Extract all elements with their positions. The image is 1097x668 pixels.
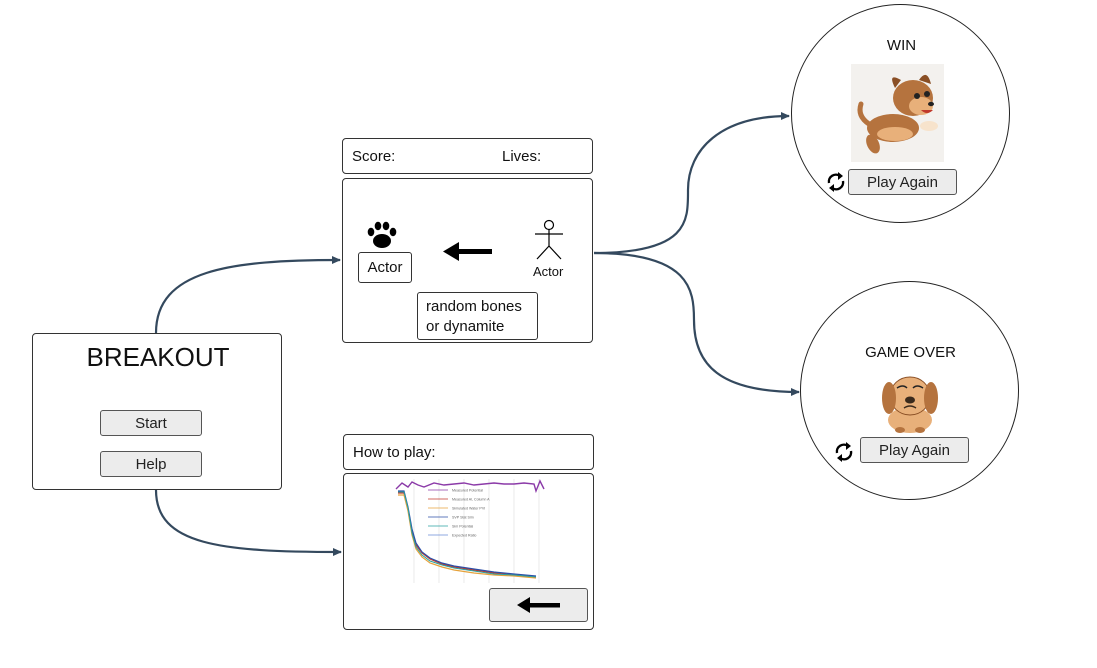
drop-items-line-1: random bones: [426, 298, 522, 315]
connector-start-to-game: [154, 256, 341, 334]
start-screen: BREAKOUT Start Help: [32, 333, 282, 490]
score-label: Score:: [352, 148, 396, 165]
player-actor-label: Actor: [367, 259, 403, 276]
sad-dog-image: [882, 376, 938, 433]
connector-help-to-instructions: [154, 489, 342, 556]
win-title: WIN: [886, 37, 917, 54]
start-button[interactable]: Start: [100, 410, 202, 436]
win-screen: WIN Play Again: [791, 4, 1010, 223]
game-title: BREAKOUT: [86, 342, 230, 372]
enemy-actor-label: Actor: [533, 264, 564, 279]
game-area: Actor Actor random bones or dynamite: [342, 178, 593, 343]
happy-dog-image: [851, 64, 944, 162]
help-button[interactable]: Help: [100, 451, 202, 477]
player-actor-box: Actor: [358, 252, 412, 283]
game-over-title: GAME OVER: [865, 344, 956, 361]
connector-game-to-win: [593, 112, 790, 255]
drop-items-line-2: or dynamite: [426, 318, 505, 335]
legend-entry-2: Measured Al, Column A: [452, 498, 490, 502]
game-hud: Score: Lives:: [342, 138, 593, 174]
back-arrow-icon: [516, 597, 560, 613]
game-over-play-again-button[interactable]: Play Again: [860, 437, 969, 463]
legend-entry-6: Expected Ratio: [452, 534, 476, 538]
instructions-graph-image: Measured Potential Measured Al, Column A…: [394, 479, 550, 583]
replay-icon[interactable]: [825, 171, 847, 193]
how-to-play-header: How to play:: [343, 434, 594, 470]
legend-entry-5: Sim Potential: [452, 525, 473, 529]
actor-stick-figure-icon: [535, 219, 563, 260]
lives-label: Lives:: [502, 148, 542, 165]
drop-items-note: random bones or dynamite: [417, 292, 538, 340]
legend-entry-3: Simulated Water PVI: [452, 507, 485, 511]
replay-icon[interactable]: [833, 441, 855, 463]
back-button[interactable]: [489, 588, 588, 622]
legend-entry-1: Measured Potential: [452, 489, 483, 493]
game-over-screen: GAME OVER Play Again: [800, 281, 1019, 500]
paw-icon: [367, 221, 397, 248]
left-arrow-icon: [443, 242, 492, 261]
win-play-again-button[interactable]: Play Again: [848, 169, 957, 195]
how-to-play-panel: Measured Potential Measured Al, Column A…: [343, 473, 594, 630]
how-to-play-title: How to play:: [353, 444, 436, 461]
connector-game-to-lose: [593, 251, 800, 396]
legend-entry-4: SVP Stat Sim: [452, 516, 474, 520]
purple-series-line: [395, 479, 545, 494]
teal-series-line: [398, 491, 537, 578]
